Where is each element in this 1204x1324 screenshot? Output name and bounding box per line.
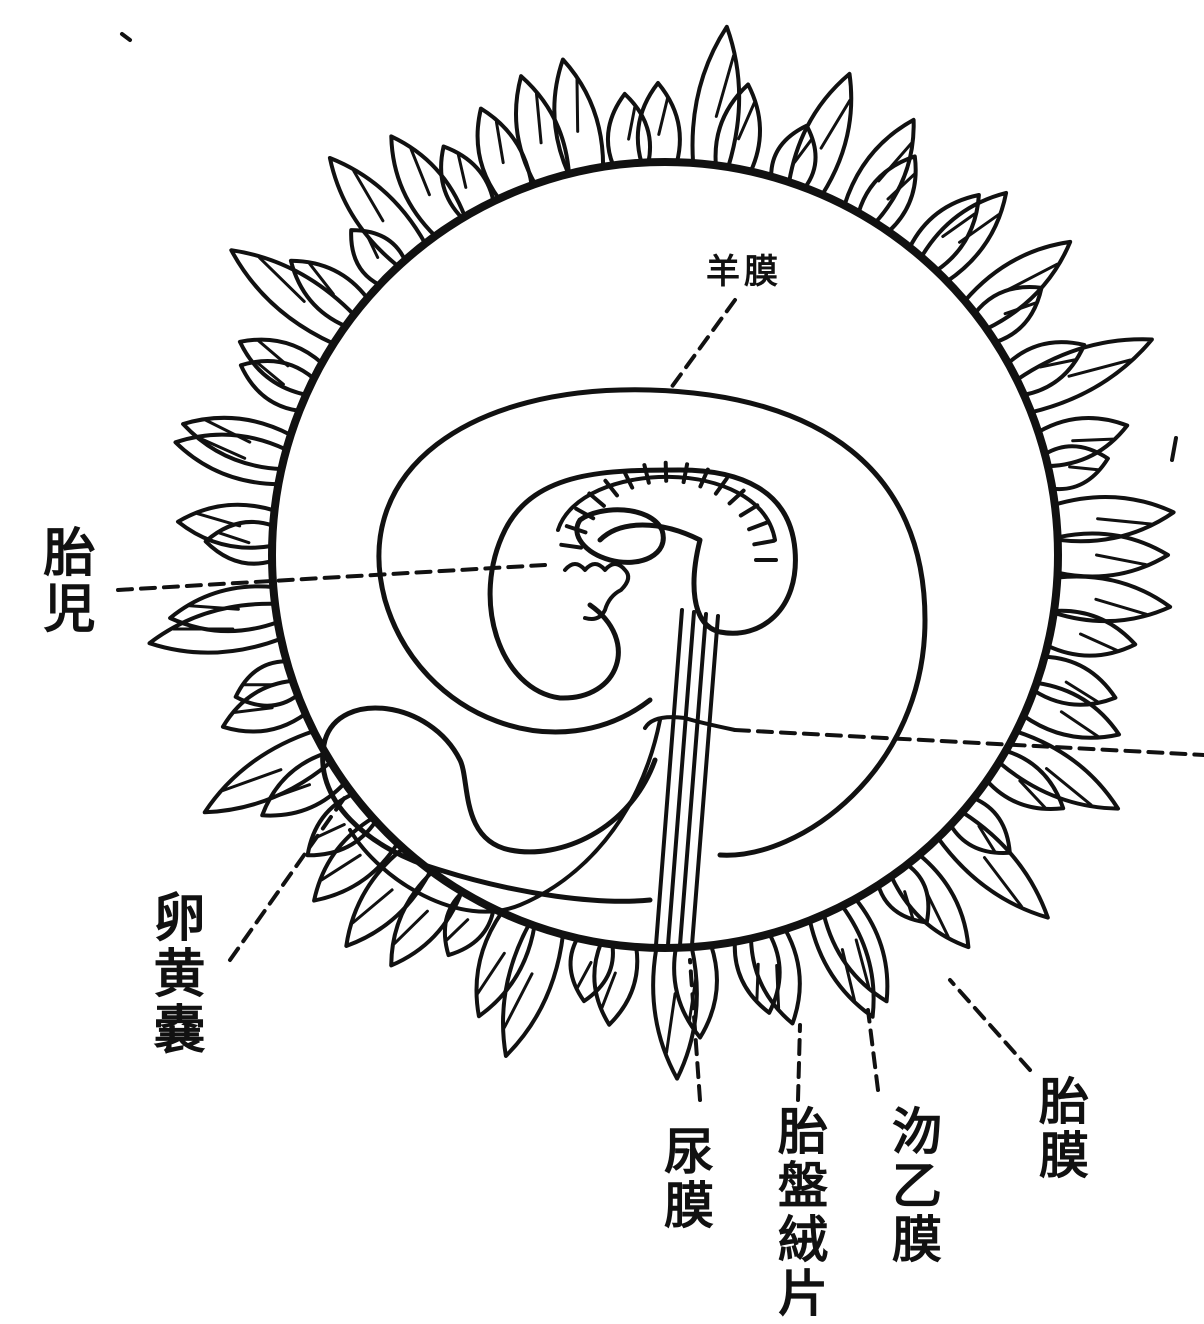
villus-branch [667,994,676,1053]
villus [1017,339,1152,412]
villus [1047,611,1135,656]
somite [644,465,648,483]
villus-branch [1097,555,1146,565]
villus-branch [905,892,913,918]
villus-branch [219,533,249,543]
villus-branch [1096,599,1146,614]
villus [1054,576,1170,621]
villus-branch [659,99,668,135]
amnion-outline [379,390,925,855]
villus-branch [577,80,578,132]
villus-branch [1081,634,1117,650]
yolk-stalk [350,720,660,912]
leader-decidua [868,1010,878,1090]
embryo-somites [558,463,776,560]
villus [789,74,851,195]
villus-branch [447,920,468,940]
somite [749,522,768,529]
label-placenta: 胎盤絨片 [774,1105,824,1321]
villus-branch [537,94,542,143]
chorionic-villi [150,27,1174,1079]
leader-placenta [798,1025,800,1100]
villus-branch [198,514,240,526]
villus-branch [1073,439,1113,441]
embryo-body [490,470,795,698]
villus-branch [629,107,635,139]
label-yolk-sac: 卵黄嚢 [148,890,200,1058]
somite [561,545,581,548]
villus-branch [235,708,272,713]
label-amnion: 羊膜 [706,255,782,289]
villus-branch [757,964,758,1000]
villus [1038,418,1127,466]
somite-arc [558,477,775,540]
leader-chorion [950,980,1030,1070]
villus-branch [1098,519,1151,524]
villus-branch [206,420,250,442]
label-fetus: 胎児 [38,525,90,637]
speck-mark [122,34,130,40]
villus-branch [458,155,465,188]
label-chorion: 胎膜 [1035,1075,1085,1183]
leader-amnion [668,300,735,392]
villus [516,76,569,184]
leader-right [735,730,1204,755]
speck-mark-right [1172,438,1176,460]
leader-fetus [118,565,545,590]
umbilical-cord [656,610,718,945]
villus-branch [1070,467,1098,470]
villus-branch [739,103,755,139]
label-decidua: 沕乙膜 [888,1105,938,1267]
villus [205,731,331,812]
somite [754,541,774,545]
label-allantois: 尿膜 [660,1125,710,1233]
villus-branch [1061,712,1097,736]
villus [878,865,928,923]
villus [503,924,563,1056]
villus-branch [578,963,592,988]
